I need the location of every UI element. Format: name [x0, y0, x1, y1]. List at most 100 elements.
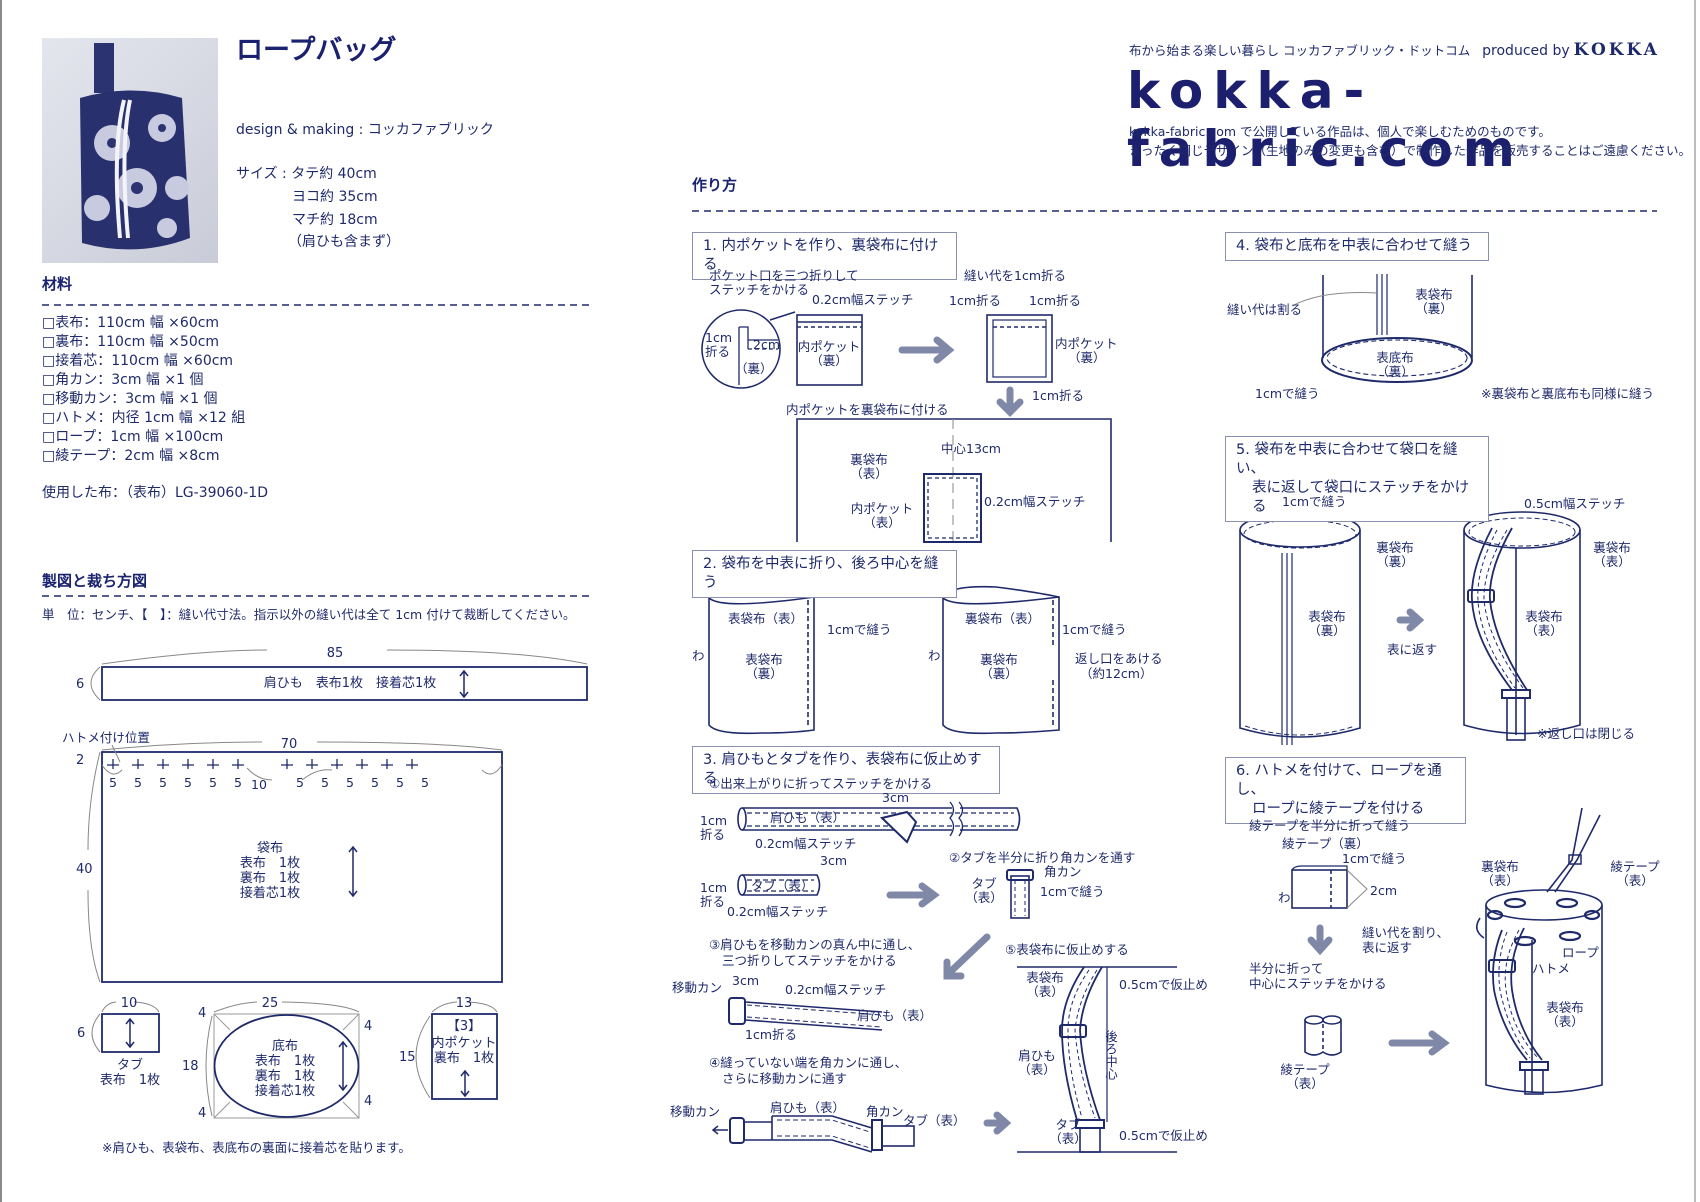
label-line: 裏布 1枚	[239, 871, 301, 886]
note: 肩ひも（表）	[770, 1100, 846, 1115]
label-line: 接着芯1枚	[239, 886, 301, 901]
note: （表）	[1026, 984, 1064, 999]
spacing: 5	[346, 775, 354, 790]
bottom-label: 底布 表布 1枚 裏布 1枚 接着芯1枚	[255, 1039, 315, 1099]
note: 0.5cm幅ステッチ	[1524, 496, 1626, 511]
note: （表）	[863, 515, 901, 530]
unit-note: 単 位：センチ、【 】：縫い代寸法。指示以外の縫い代は全て 1cm 付けて裁断し…	[42, 607, 576, 622]
site-logo: kokka-fabric.com	[1127, 62, 1525, 178]
note: タブ（表）	[751, 878, 814, 893]
note: 裏袋布	[1481, 859, 1519, 874]
note: （裏）	[1068, 350, 1106, 365]
pocket-label: 裏布 1枚	[433, 1051, 495, 1066]
note: 1cm折る	[1032, 388, 1085, 403]
note: タブ	[1055, 1117, 1081, 1132]
tab-with-ring	[1006, 869, 1034, 919]
note: 縫い代を1cm折る	[964, 268, 1067, 283]
eyelet-position-label: ハトメ付け位置	[62, 730, 150, 745]
note: 裏袋布	[980, 652, 1018, 667]
note: 肩ひも（表）	[770, 810, 846, 825]
note: 表袋布	[1415, 287, 1453, 302]
material-item: □移動カン：3cm 幅 ×1 個	[42, 391, 218, 407]
inner-pocket-figure	[796, 314, 863, 386]
spacing: 5	[371, 775, 379, 790]
spacing: 5	[396, 775, 404, 790]
notice-line: まったく同じデザイン（生地のみの変更も含む）で制作した作品を販売することはご遠慮…	[1129, 143, 1692, 158]
substep: さらに移動カンに通す	[722, 1071, 848, 1086]
substep: ④縫っていない端を角カンに通し、	[709, 1055, 908, 1070]
arrow-down-icon	[1307, 924, 1333, 956]
size-line: マチ約 18cm	[292, 212, 378, 228]
page-title: ロープバッグ	[236, 35, 397, 66]
note: タブ	[971, 876, 997, 891]
note: 返し口をあける	[1075, 651, 1163, 666]
note: （裏）	[980, 666, 1018, 681]
label-line: 接着芯1枚	[254, 1084, 316, 1099]
note: 中心にステッチをかける	[1249, 976, 1387, 991]
arrow-down-icon	[996, 386, 1024, 417]
dim-label: 4	[198, 1106, 207, 1121]
substep: ⑤表袋布に仮止めする	[1005, 942, 1129, 957]
step-6-title: 6. ハトメを付けて、ロープを通し、 ロープに綾テープを付ける	[1225, 757, 1466, 824]
note: 縫い代を割り、	[1362, 925, 1450, 940]
grain-arrow-icon	[460, 1069, 470, 1098]
note: 綾テープを半分に折って縫う	[1249, 818, 1411, 833]
dim-label: 4	[364, 1094, 373, 1109]
lining-folded	[942, 585, 1060, 735]
note: 半分に折って	[1249, 961, 1324, 976]
note: （表）	[1286, 1076, 1324, 1091]
spacing: 5	[184, 775, 192, 790]
label-line: 底布	[271, 1039, 298, 1054]
note: 1cmで縫う	[1282, 494, 1347, 509]
step-3-title: 3. 肩ひもとタブを作り、表袋布に仮止めする	[692, 746, 1000, 794]
note: 3cm	[882, 790, 910, 805]
note: 1cm折る	[1029, 293, 1082, 308]
note: 内ポケット	[850, 501, 914, 516]
note: わ	[692, 648, 705, 663]
bag-bottom-figure	[1291, 274, 1473, 383]
spacing: 5	[234, 775, 242, 790]
note: 0.2cm幅ステッチ	[785, 982, 887, 997]
note: わ	[928, 648, 941, 663]
spacing: 5	[134, 775, 142, 790]
note: 表袋布	[1026, 970, 1064, 985]
note: 1cmで縫う	[1062, 622, 1127, 637]
note: （裏）	[810, 353, 848, 368]
detail-circle	[701, 309, 781, 389]
note: 1cmで縫う	[1040, 884, 1105, 899]
step-2-title: 2. 袋布を中表に折り、後ろ中心を縫う	[692, 550, 957, 598]
note: 表に返す	[1387, 642, 1438, 657]
strap-assembled	[711, 1115, 915, 1153]
pocket-pattern	[431, 1013, 498, 1100]
label-line: 袋布	[256, 841, 283, 856]
tagline: 布から始まる楽しい暮らし コッカファブリック・ドットコム	[1129, 43, 1471, 58]
eyelet-marks	[107, 759, 418, 769]
note: わ	[1278, 890, 1291, 905]
step-4-title: 4. 袋布と底布を中表に合わせて縫う	[1225, 232, 1489, 261]
tab-label: 表布 1枚	[99, 1073, 161, 1088]
note: 0.2cm幅ステッチ	[727, 904, 829, 919]
title-line: 5. 袋布を中表に合わせて袋口を縫い、	[1236, 442, 1458, 477]
design-credit: design & making : コッカファブリック	[236, 122, 494, 138]
note: 裏袋布（表）	[965, 611, 1041, 626]
label-line: 表布 1枚	[239, 856, 301, 871]
rope	[1546, 807, 1601, 893]
interfacing-note: ※肩ひも、表袋布、表底布の裏面に接着芯を貼ります。	[102, 1140, 411, 1155]
produced-by: produced by	[1482, 43, 1570, 59]
step-5-title: 5. 袋布を中表に合わせて袋口を縫い、 表に返して袋口にステッチをかける	[1225, 436, 1489, 522]
note: 1cmで縫う	[827, 622, 892, 637]
basted-strap	[1017, 966, 1177, 1153]
note: （表）	[850, 466, 888, 481]
material-item: □接着芯：110cm 幅 ×60cm	[42, 353, 234, 369]
spacing: 5	[296, 775, 304, 790]
note: タブ（表）	[903, 1113, 966, 1128]
note: ※返し口は閉じる	[1537, 726, 1635, 741]
eyelets	[1486, 897, 1601, 947]
note: 移動カン	[672, 980, 723, 995]
title-line: 表に返して袋口にステッチをかける	[1252, 480, 1470, 515]
note: 裏袋布	[1376, 540, 1414, 555]
spacing: 5	[159, 775, 167, 790]
tab-label: タブ	[116, 1058, 144, 1073]
note: 肩ひも（表）	[857, 1008, 933, 1023]
